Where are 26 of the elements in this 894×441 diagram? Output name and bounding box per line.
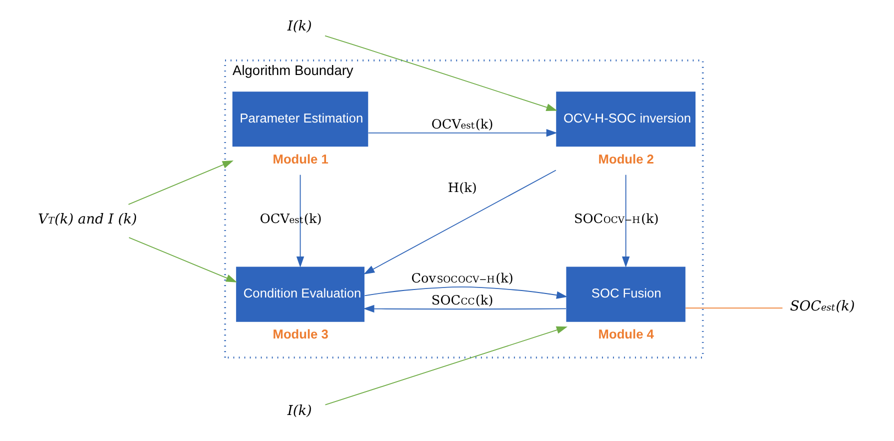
- node-box: Parameter Estimation: [232, 92, 368, 147]
- arrow: [128, 237, 238, 282]
- arrow: [368, 129, 558, 137]
- node-text: SOCest(k): [790, 298, 855, 314]
- arrow: [364, 286, 568, 299]
- connector: [685, 308, 783, 309]
- arrow: [324, 35, 558, 112]
- node-text: I(k): [287, 18, 312, 35]
- node-text: VT(k) and I (k): [38, 211, 138, 228]
- node-label: Module 4: [598, 326, 654, 342]
- node-box: SOC Fusion: [566, 266, 686, 322]
- arrow: [622, 174, 630, 268]
- node-box: OCV-H-SOC inversion: [556, 92, 696, 147]
- arrow: [128, 160, 234, 205]
- edge-label: SOCCC(k): [431, 294, 494, 309]
- node-box: Condition Evaluation: [236, 266, 364, 322]
- node-text: I(k): [287, 402, 312, 419]
- edge-label: CovSOCOCV−H(k): [411, 272, 514, 287]
- arrow: [324, 326, 568, 406]
- edge-label: H(k): [448, 180, 477, 196]
- node-label: Module 1: [272, 151, 328, 166]
- edge-label: OCVest(k): [431, 118, 494, 133]
- arrow: [363, 304, 566, 313]
- arrow: [364, 170, 556, 274]
- node-label: Module 3: [272, 326, 328, 342]
- node-label: Module 2: [598, 151, 654, 166]
